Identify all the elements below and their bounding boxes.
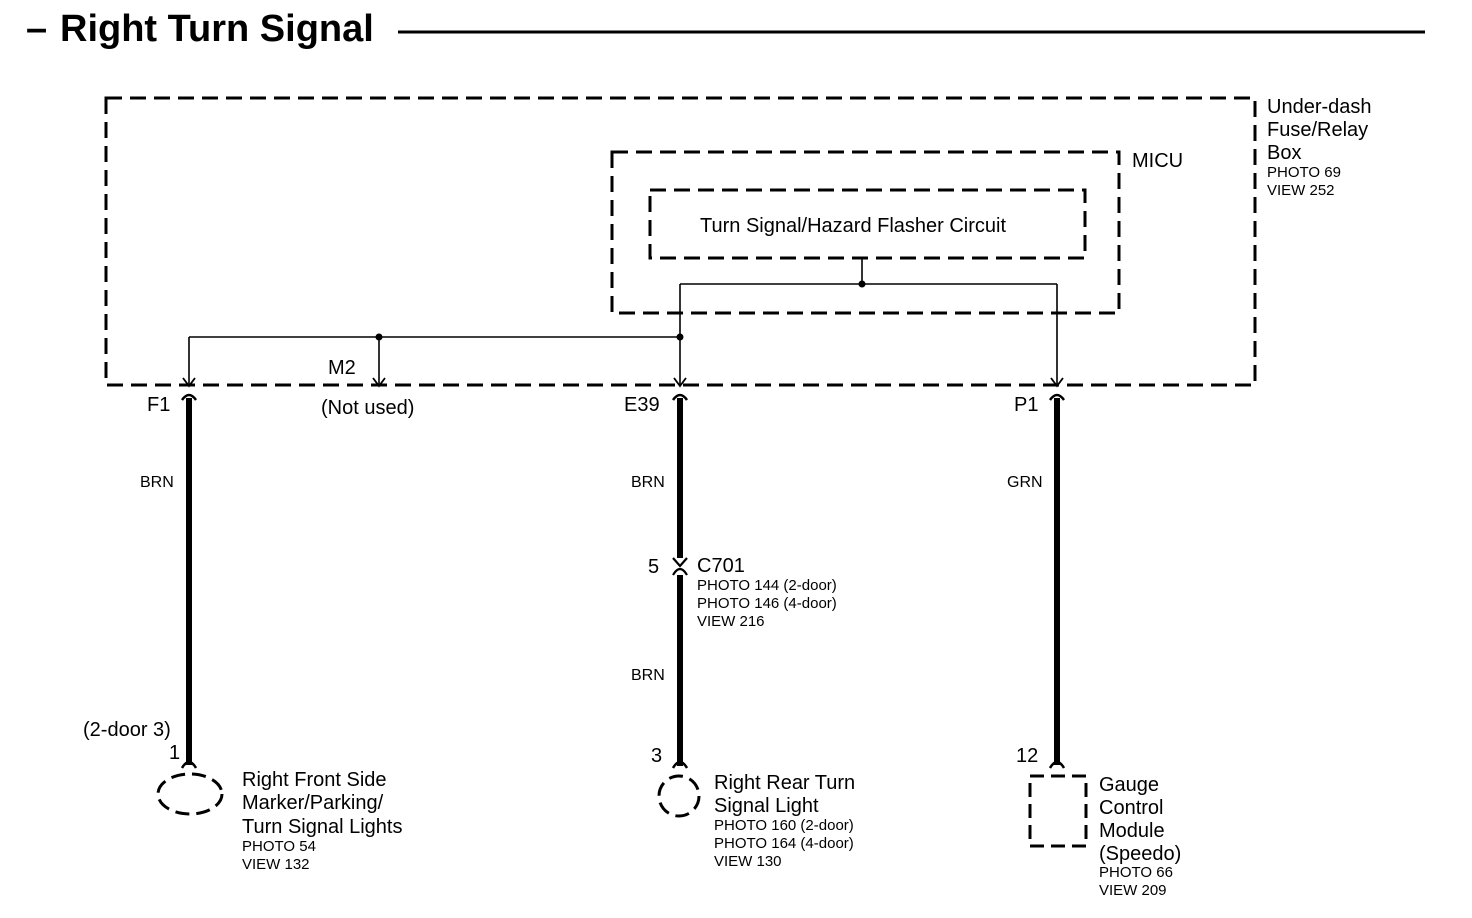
flasher-circuit-outline bbox=[648, 188, 1087, 260]
underdash-photo: PHOTO 69 bbox=[1267, 164, 1341, 181]
micu-outline bbox=[610, 150, 1121, 315]
flasher-circuit-label: Turn Signal/Hazard Flasher Circuit bbox=[700, 215, 1007, 237]
gauge-pin: 12 bbox=[1016, 745, 1039, 767]
wire-color-e39-upper: BRN bbox=[631, 474, 665, 491]
front-light-pin-note: (2-door 3) bbox=[83, 719, 171, 741]
terminal-e39-label: E39 bbox=[624, 394, 660, 416]
c701-connector-symbol bbox=[672, 557, 688, 576]
c701-view: VIEW 216 bbox=[697, 613, 765, 630]
front-light-line-1: Right Front Side bbox=[242, 769, 387, 791]
component-caps bbox=[180, 760, 1066, 769]
terminal-p1-label: P1 bbox=[1014, 394, 1039, 416]
c701-photo-2door: PHOTO 144 (2-door) bbox=[697, 577, 837, 594]
underdash-view: VIEW 252 bbox=[1267, 182, 1335, 199]
terminal-arrows bbox=[182, 377, 1064, 388]
rear-light-line-1: Right Rear Turn bbox=[714, 772, 856, 794]
page-title: Right Turn Signal bbox=[60, 8, 374, 50]
front-light-line-2: Marker/Parking/ bbox=[242, 792, 384, 814]
splice-points bbox=[375, 280, 866, 341]
front-light-pin: 1 bbox=[169, 742, 181, 764]
c701-pin: 5 bbox=[648, 556, 660, 578]
front-light-view: VIEW 132 bbox=[242, 856, 310, 873]
gauge-line-4: (Speedo) bbox=[1099, 843, 1182, 865]
gauge-module-symbol bbox=[1028, 774, 1088, 848]
wire-color-f1: BRN bbox=[140, 474, 174, 491]
terminal-caps bbox=[180, 393, 1066, 401]
terminal-m2-note: (Not used) bbox=[321, 397, 415, 419]
terminal-e39-arrow bbox=[673, 377, 687, 388]
gauge-label: Gauge Control Module (Speedo) PHOTO 66 V… bbox=[1099, 775, 1181, 898]
underdash-box-label: Under-dash Fuse/Relay Box PHOTO 69 VIEW … bbox=[1267, 97, 1372, 198]
splice-m2 bbox=[375, 333, 383, 341]
gauge-line-3: Module bbox=[1099, 820, 1165, 842]
underdash-line-1: Under-dash bbox=[1267, 96, 1372, 118]
wire-color-e39-lower: BRN bbox=[631, 667, 665, 684]
front-light-bulb-symbol bbox=[156, 772, 224, 816]
terminal-m2-label: M2 bbox=[328, 357, 356, 379]
c701-name: C701 bbox=[697, 555, 745, 577]
terminal-m2-arrow bbox=[372, 377, 386, 388]
rear-light-photo-2door: PHOTO 160 (2-door) bbox=[714, 817, 854, 834]
front-light-photo: PHOTO 54 bbox=[242, 838, 316, 855]
underdash-line-3: Box bbox=[1267, 142, 1302, 164]
rear-light-bulb-symbol bbox=[657, 774, 701, 818]
gauge-view: VIEW 209 bbox=[1099, 882, 1167, 899]
title-dash: – bbox=[26, 8, 48, 50]
rear-light-label: Right Rear Turn Signal Light PHOTO 160 (… bbox=[714, 773, 855, 869]
rear-light-photo-4door: PHOTO 164 (4-door) bbox=[714, 835, 854, 852]
wire-color-p1: GRN bbox=[1007, 474, 1043, 491]
gauge-line-2: Control bbox=[1099, 797, 1164, 819]
underdash-line-2: Fuse/Relay bbox=[1267, 119, 1369, 141]
splice-e39 bbox=[676, 333, 684, 341]
c701-photo-4door: PHOTO 146 (4-door) bbox=[697, 595, 837, 612]
front-light-line-3: Turn Signal Lights bbox=[242, 816, 403, 838]
terminal-f1-label: F1 bbox=[147, 394, 171, 416]
gauge-line-1: Gauge bbox=[1099, 774, 1160, 796]
rear-light-line-2: Signal Light bbox=[714, 795, 819, 817]
gauge-photo: PHOTO 66 bbox=[1099, 864, 1173, 881]
c701-label: C701 PHOTO 144 (2-door) PHOTO 146 (4-doo… bbox=[697, 556, 837, 629]
terminal-f1-arrow bbox=[182, 377, 196, 388]
internal-wiring bbox=[188, 258, 1058, 386]
harness-wires bbox=[186, 398, 1060, 766]
rear-light-view: VIEW 130 bbox=[714, 853, 782, 870]
splice-flasher bbox=[858, 280, 866, 288]
micu-label: MICU bbox=[1132, 150, 1184, 172]
terminal-p1-arrow bbox=[1050, 377, 1064, 388]
front-light-label: Right Front Side Marker/Parking/ Turn Si… bbox=[242, 770, 402, 872]
rear-light-pin: 3 bbox=[651, 745, 663, 767]
